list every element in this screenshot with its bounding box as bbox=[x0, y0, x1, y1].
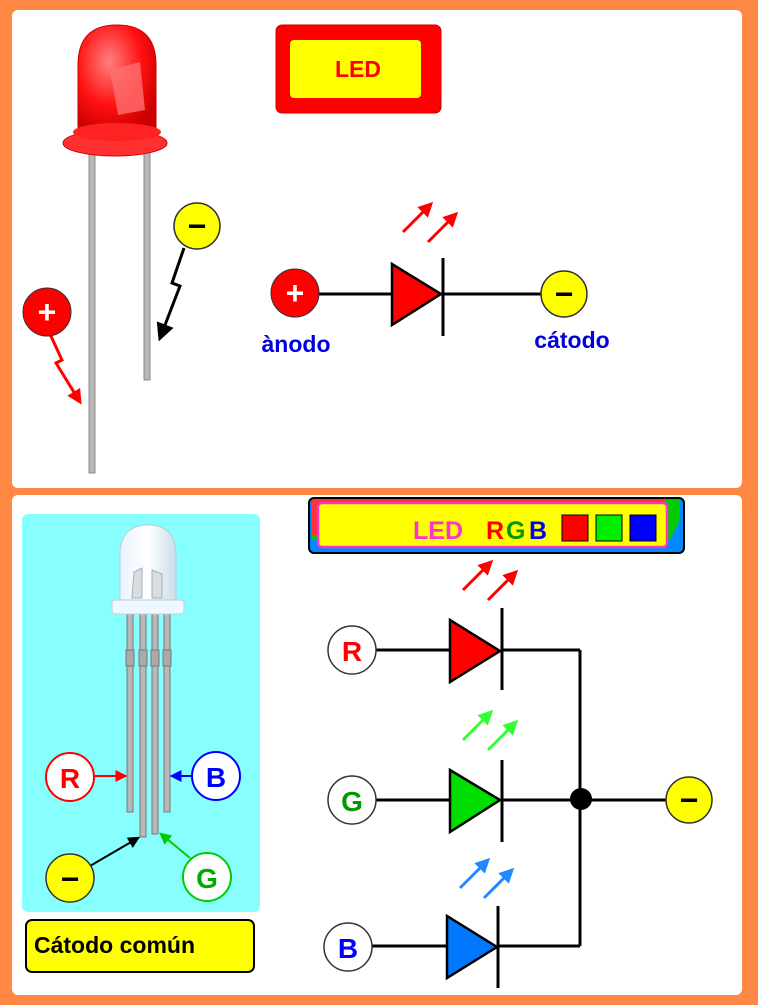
rgb-led-rim bbox=[111, 599, 185, 615]
rgb-title-led: LED bbox=[413, 517, 463, 545]
pin-callouts: R B − G bbox=[45, 751, 241, 903]
anode-plus-sign: + bbox=[286, 275, 305, 311]
callout-g-label: G bbox=[196, 863, 218, 894]
plus-sign: + bbox=[38, 294, 57, 330]
callout-b-badge bbox=[191, 751, 241, 801]
junction-node bbox=[570, 788, 592, 810]
pin-cathode bbox=[139, 611, 147, 838]
anode-label: ànodo bbox=[262, 331, 331, 357]
rgb-title-g: G bbox=[506, 517, 525, 545]
rgb-title-banner: LED R G B bbox=[308, 497, 685, 554]
callout-g-badge bbox=[182, 852, 232, 902]
plus-pointer: + bbox=[22, 287, 82, 405]
cathode-label: cátodo bbox=[534, 327, 609, 353]
emission-arrow-1 bbox=[401, 201, 434, 234]
led-base-top bbox=[73, 123, 161, 141]
callout-minus-badge bbox=[45, 853, 95, 903]
input-r-label: R bbox=[342, 636, 362, 667]
pin-red bbox=[126, 611, 134, 813]
common-minus-badge bbox=[665, 776, 713, 824]
anode-plus-badge bbox=[270, 268, 320, 318]
led-anode-leg bbox=[88, 144, 96, 474]
minus-pointer: − bbox=[156, 202, 221, 342]
minus-badge bbox=[173, 202, 221, 250]
callout-b-label: B bbox=[206, 762, 226, 793]
common-cathode-box: Cátodo común bbox=[25, 919, 255, 973]
input-b-badge bbox=[323, 922, 373, 972]
cathode-minus-badge bbox=[540, 270, 588, 318]
pin-green bbox=[151, 611, 159, 835]
rgb-title-b: B bbox=[529, 517, 547, 545]
common-minus-label: − bbox=[680, 782, 699, 818]
callout-r-badge bbox=[45, 752, 95, 802]
top-panel bbox=[12, 10, 742, 488]
rgb-title-r: R bbox=[486, 517, 504, 545]
led-schematic: + − ànodo cátodo bbox=[262, 201, 610, 357]
diode-blue bbox=[445, 913, 500, 981]
led-reflection bbox=[110, 62, 145, 115]
input-g-badge bbox=[327, 775, 377, 825]
plus-zigzag-arrow bbox=[48, 333, 82, 405]
input-r-badge bbox=[327, 625, 377, 675]
led-title: LED bbox=[335, 56, 381, 82]
pin-blue bbox=[163, 611, 171, 813]
diode-triangle bbox=[390, 261, 444, 328]
minus-sign: − bbox=[188, 208, 207, 244]
plus-badge bbox=[22, 287, 72, 337]
swatch-red bbox=[561, 514, 589, 542]
callout-minus-label: − bbox=[61, 861, 80, 897]
cathode-minus-sign: − bbox=[555, 276, 574, 312]
minus-zigzag-arrow bbox=[156, 247, 186, 342]
swatch-green bbox=[595, 514, 623, 542]
led-title-box: LED bbox=[275, 24, 442, 114]
diode-red bbox=[448, 617, 503, 685]
emission-arrow-2 bbox=[426, 211, 459, 244]
rgb-schematic: R G B − bbox=[323, 559, 713, 988]
callout-r-label: R bbox=[60, 763, 80, 794]
diode-green bbox=[448, 767, 503, 835]
led-cathode-leg bbox=[143, 144, 151, 381]
rgb-led-illustration bbox=[111, 524, 185, 838]
rgb-led-dome bbox=[119, 524, 177, 601]
red-led-illustration bbox=[62, 24, 168, 474]
common-cathode-label: Cátodo común bbox=[34, 932, 195, 958]
swatch-blue bbox=[629, 514, 657, 542]
input-b-label: B bbox=[338, 933, 358, 964]
input-g-label: G bbox=[341, 786, 363, 817]
